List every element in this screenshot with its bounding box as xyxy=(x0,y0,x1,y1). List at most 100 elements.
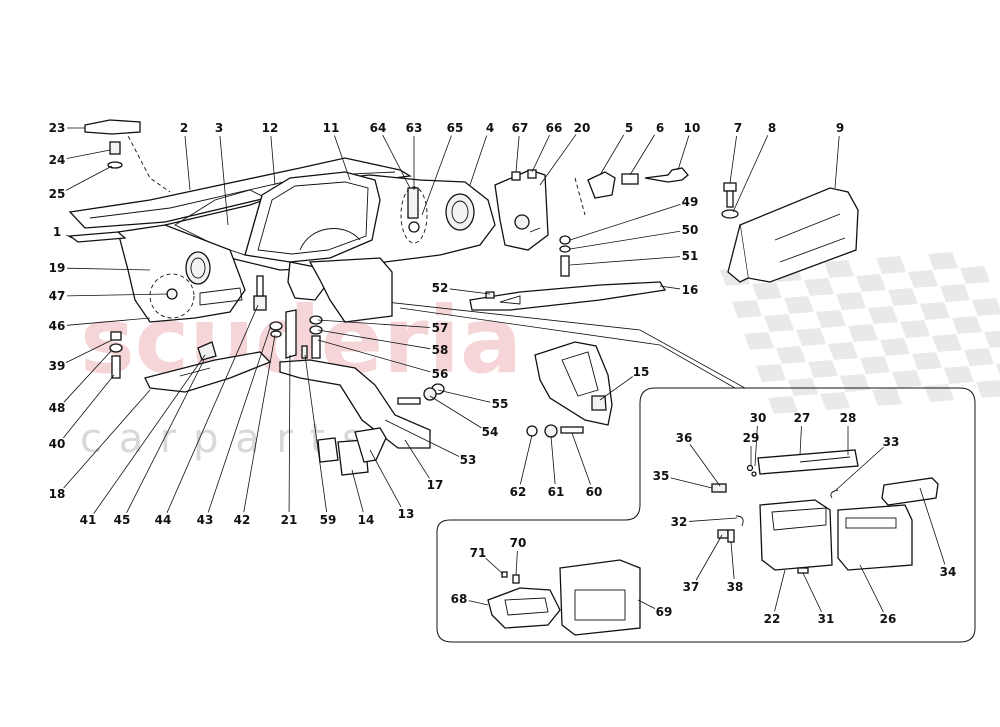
callout-27: 27 xyxy=(794,411,811,425)
flag-square xyxy=(940,284,970,302)
part-70 xyxy=(512,574,520,584)
callout-56: 56 xyxy=(432,367,449,381)
callout-28: 28 xyxy=(840,411,857,425)
leader-line-22 xyxy=(774,569,786,612)
callout-13: 13 xyxy=(398,507,415,521)
part-71 xyxy=(501,571,508,578)
leader-line-52 xyxy=(449,288,491,295)
bracket-23 xyxy=(84,119,141,135)
callout-33: 33 xyxy=(883,435,900,449)
stud-63 xyxy=(407,187,419,219)
flag-square xyxy=(836,292,866,310)
flag-square xyxy=(912,352,942,370)
callout-46: 46 xyxy=(49,319,66,333)
callout-25: 25 xyxy=(49,187,66,201)
callout-4: 4 xyxy=(486,121,494,135)
leader-line-12 xyxy=(270,135,276,186)
flag-square xyxy=(732,300,762,318)
flag-square xyxy=(924,384,954,402)
leader-line-46 xyxy=(66,317,151,326)
leader-line-9 xyxy=(834,135,840,189)
flag-square xyxy=(820,392,850,410)
flag-square xyxy=(880,338,910,356)
leader-line-33 xyxy=(835,446,884,491)
flag-square xyxy=(888,288,918,306)
leader-line-17 xyxy=(404,439,430,479)
frame-69 xyxy=(559,559,641,636)
leader-line-26 xyxy=(859,564,884,613)
fasteners-56-58 xyxy=(301,315,323,359)
flag-square xyxy=(892,370,922,388)
leader-line-18 xyxy=(63,389,151,489)
callout-55: 55 xyxy=(492,397,509,411)
watermark-flag xyxy=(720,252,1000,414)
bolt-47 xyxy=(166,288,178,300)
flag-square xyxy=(928,252,958,270)
flag-square xyxy=(816,310,846,328)
leader-line-30 xyxy=(754,425,758,467)
leader-line-60 xyxy=(571,432,591,485)
callout-45: 45 xyxy=(114,513,131,527)
dashboard-assembly xyxy=(68,129,496,323)
flag-square xyxy=(768,396,798,414)
leader-line-40 xyxy=(63,374,115,439)
lower-trim-18 xyxy=(144,351,272,393)
leader-line-39 xyxy=(65,339,113,363)
flag-square xyxy=(828,342,858,360)
leader-line-5 xyxy=(599,134,625,176)
clip-33 xyxy=(830,489,839,499)
instrument-hood xyxy=(244,171,381,263)
callout-38: 38 xyxy=(727,580,744,594)
inset-pointer xyxy=(349,297,746,389)
leader-line-15 xyxy=(599,376,633,401)
callout-6: 6 xyxy=(656,121,664,135)
callout-44: 44 xyxy=(155,513,172,527)
flag-square xyxy=(984,330,1000,348)
fasteners-60-62 xyxy=(526,424,584,438)
flag-square xyxy=(776,346,806,364)
flag-square xyxy=(976,380,1000,398)
panel-20 xyxy=(494,169,549,251)
callout-51: 51 xyxy=(682,249,699,263)
callout-47: 47 xyxy=(49,289,66,303)
leader-line-42 xyxy=(243,334,276,513)
callout-11: 11 xyxy=(323,121,340,135)
flag-square xyxy=(788,378,818,396)
part-13 xyxy=(354,427,387,463)
callout-35: 35 xyxy=(653,469,670,483)
callout-53: 53 xyxy=(460,453,477,467)
flag-square xyxy=(840,374,870,392)
leader-line-54 xyxy=(429,395,482,429)
callout-29: 29 xyxy=(743,431,760,445)
flag-square xyxy=(908,270,938,288)
radio-face-27 xyxy=(757,449,859,475)
leader-line-35 xyxy=(670,477,713,489)
leader-line-10 xyxy=(677,135,690,171)
inset-frame xyxy=(436,387,976,643)
callout-12: 12 xyxy=(262,121,279,135)
leader-line-55 xyxy=(437,389,491,403)
flag-square xyxy=(932,334,962,352)
screw-37 xyxy=(717,529,729,539)
leader-line-50 xyxy=(569,230,681,250)
callout-18: 18 xyxy=(49,487,66,501)
trim-16 xyxy=(469,281,667,311)
leader-line-21 xyxy=(288,354,291,513)
callout-24: 24 xyxy=(49,153,66,167)
leader-line-59 xyxy=(304,354,328,513)
vent-left xyxy=(185,251,211,285)
leader-line-68 xyxy=(468,600,489,606)
callout-43: 43 xyxy=(197,513,214,527)
ring-32 xyxy=(735,515,744,527)
callout-41: 41 xyxy=(80,513,97,527)
callout-67: 67 xyxy=(512,121,529,135)
callout-19: 19 xyxy=(49,261,66,275)
callout-50: 50 xyxy=(682,223,699,237)
flag-square xyxy=(996,363,1000,375)
flag-square xyxy=(808,360,838,378)
leader-line-38 xyxy=(730,541,735,580)
callout-63: 63 xyxy=(406,121,423,135)
leader-line-43 xyxy=(207,327,271,513)
callout-49: 49 xyxy=(682,195,699,209)
callout-30: 30 xyxy=(750,411,767,425)
